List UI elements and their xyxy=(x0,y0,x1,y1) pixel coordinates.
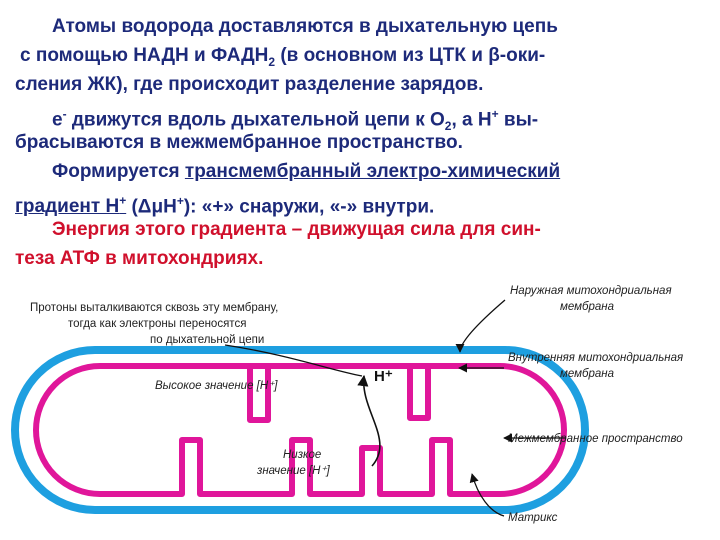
paragraph-1-line-1: Атомы водорода доставляются в дыхательну… xyxy=(52,16,558,37)
paragraph-3-line-2: градиент H+ (ΔμH+): «+» снаружи, «-» вну… xyxy=(15,194,435,218)
paragraph-4-line-1: Энергия этого градиента – движущая сила … xyxy=(52,219,541,240)
outer-membrane-label-2: мембрана xyxy=(560,301,614,313)
crista-upper-1 xyxy=(247,366,271,423)
inner-membrane-label-1: Внутренняя митохондриальная xyxy=(508,352,683,364)
low-value-label-line-1: Низкое xyxy=(283,449,321,461)
left-note-line-2: тогда как электроны переносятся xyxy=(68,318,246,330)
outer-membrane-label-1: Наружная митохондриальная xyxy=(510,285,672,297)
paragraph-3-line-1: Формируется трансмембранный электро-хими… xyxy=(52,161,561,182)
paragraph-2-line-1: e- движутся вдоль дыхательной цепи к O2,… xyxy=(52,107,539,134)
inner-membrane xyxy=(33,363,567,497)
paragraph-1-line-2: с помощью НАДН и ФАДН2 (в основном из ЦТ… xyxy=(20,45,546,69)
outer-membrane xyxy=(11,346,589,514)
paragraph-1-line-3: сления ЖК), где происходит разделение за… xyxy=(15,74,484,95)
intermembrane-label: Межмембранное пространство xyxy=(508,433,683,445)
paragraph-2-line-2: брасываются в межмембранное пространство… xyxy=(15,132,463,153)
hplus-label: H⁺ xyxy=(374,368,393,385)
left-note-line-1: Протоны выталкиваются сквозь эту мембран… xyxy=(30,302,278,314)
outer-membrane-arrow xyxy=(455,299,506,353)
proton-arrow xyxy=(357,374,381,467)
high-value-label: Высокое значение [H⁺] xyxy=(155,380,278,392)
matrix-arrow xyxy=(469,473,505,517)
crista-upper-2 xyxy=(407,366,431,421)
left-note-line-3: по дыхательной цепи xyxy=(150,334,264,346)
matrix-label: Матрикс xyxy=(508,512,558,524)
paragraph-4-line-2: теза АТФ в митохондриях. xyxy=(15,248,264,269)
low-value-label-line-2: значение [H⁺] xyxy=(256,465,331,477)
note-pointer xyxy=(224,344,363,377)
inner-membrane-label-2: мембрана xyxy=(560,368,614,380)
